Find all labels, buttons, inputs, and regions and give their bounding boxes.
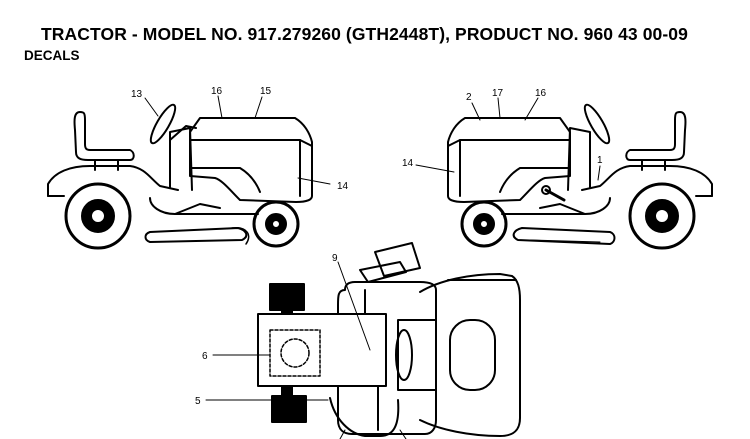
rear-wheel-top-left — [269, 283, 305, 311]
frame-lower — [501, 195, 713, 215]
rear-wheel — [628, 182, 696, 250]
callout-2: 2 — [466, 92, 472, 103]
deck-top-view — [257, 313, 387, 387]
hood — [447, 117, 571, 203]
hood-line — [189, 139, 313, 147]
hood-side-line — [191, 167, 261, 193]
lift-lever-knob — [541, 185, 551, 195]
seat — [73, 111, 135, 161]
hood-line — [447, 139, 571, 147]
tractor-right-side-view — [447, 103, 713, 250]
rear-wheel-hub-inner — [90, 208, 106, 224]
rear-wheel-hub-inner — [654, 208, 670, 224]
seat — [625, 111, 687, 161]
callout-5: 5 — [195, 396, 201, 407]
front-wheel — [460, 200, 508, 248]
left-callout-labels: 13 16 15 14 — [131, 86, 349, 192]
tractor-left-side-view — [47, 103, 313, 250]
callout-14: 14 — [402, 158, 414, 169]
deck-hatching — [529, 239, 601, 243]
front-wheel-hub-inner — [271, 219, 281, 229]
tractor-top-view — [257, 242, 521, 439]
decal-6-outline — [269, 329, 321, 377]
mower-deck — [512, 227, 616, 245]
rear-fender — [47, 165, 179, 197]
top-callout-labels: 9 6 5 — [195, 253, 338, 407]
deck-lever — [539, 203, 586, 215]
hood-grille-top-view — [449, 319, 496, 391]
callout-13: 13 — [131, 89, 143, 100]
hood — [189, 117, 313, 203]
front-bumper-top-view — [329, 397, 400, 437]
dashboard-top-view — [397, 319, 437, 391]
callout-14: 14 — [337, 181, 349, 192]
section-subtitle: DECALS — [24, 48, 80, 63]
right-callout-labels: 2 17 16 14 1 — [402, 88, 603, 169]
callout-15: 15 — [260, 86, 272, 97]
frame-lower — [47, 195, 259, 215]
hood-top-view — [419, 273, 521, 437]
steering-column — [567, 127, 591, 191]
right-callout-leaders — [415, 97, 601, 181]
hood-side-line — [499, 167, 569, 193]
front-wheel-hub-inner — [479, 219, 489, 229]
steering-wheel-top-view — [395, 329, 413, 381]
fender-top-view — [337, 281, 437, 435]
callout-9: 9 — [332, 253, 338, 264]
rear-fender — [581, 165, 713, 197]
top-callout-leaders — [205, 261, 371, 401]
deck-lever — [174, 203, 221, 215]
front-wheel — [252, 200, 300, 248]
callout-16: 16 — [211, 86, 223, 97]
steering-wheel — [583, 103, 611, 145]
deck-chute — [231, 227, 250, 245]
callout-6: 6 — [202, 351, 208, 362]
steering-wheel — [149, 103, 177, 145]
left-callout-leaders — [144, 95, 331, 185]
callout-17: 17 — [492, 88, 504, 99]
callout-16: 16 — [535, 88, 547, 99]
seat-top-view — [374, 242, 421, 277]
decal-6-circle — [280, 338, 310, 368]
front-bumper-lines — [339, 429, 407, 439]
rear-wheel — [64, 182, 132, 250]
callout-1: 1 — [597, 155, 603, 166]
page-title: TRACTOR - MODEL NO. 917.279260 (GTH2448T… — [41, 24, 688, 44]
mower-deck — [144, 227, 248, 243]
seat-top-view-back — [359, 261, 407, 283]
